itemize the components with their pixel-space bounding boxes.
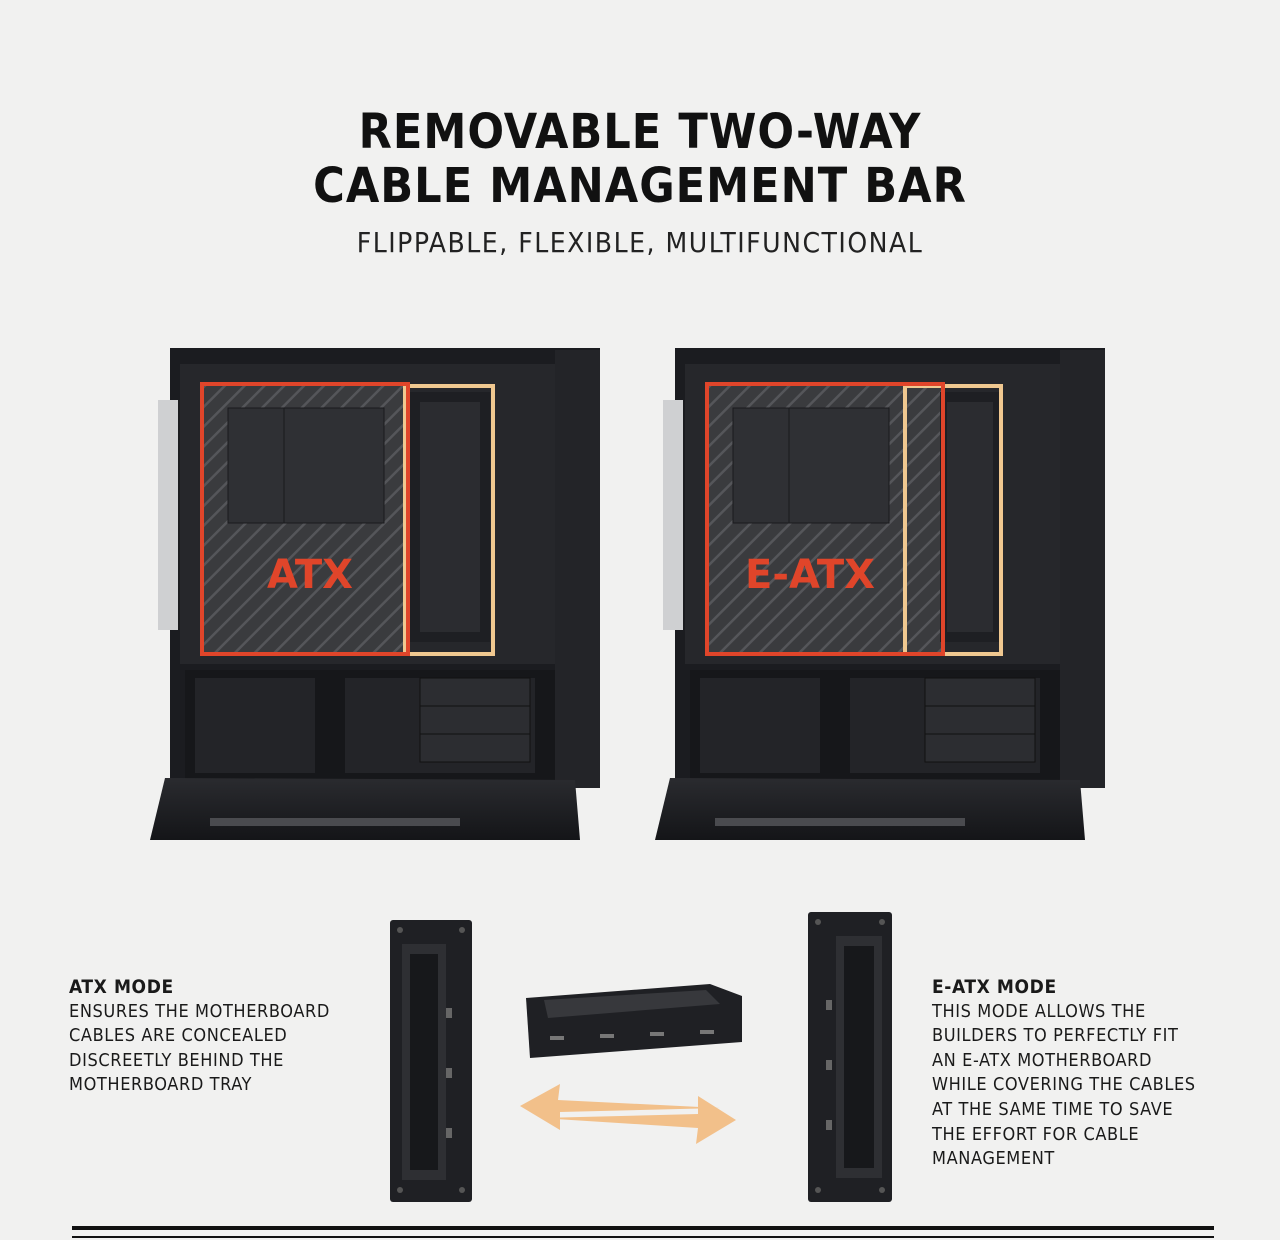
eatx-mode-line: AN E-ATX MOTHERBOARD	[932, 1049, 1153, 1071]
divider	[72, 1236, 1214, 1238]
atx-mode-description: ATX MODE ENSURES THE MOTHERBOARD CABLES …	[69, 975, 369, 1098]
atx-mode-line: CABLES ARE CONCEALED	[69, 1025, 288, 1047]
cable-bar-atx-image	[390, 920, 472, 1202]
eatx-mode-line: AT THE SAME TIME TO SAVE	[932, 1098, 1174, 1120]
atx-mode-heading: ATX MODE	[69, 976, 174, 998]
atx-label: ATX	[267, 552, 353, 598]
atx-mode-line: DISCREETLY BEHIND THE	[69, 1049, 285, 1071]
eatx-mode-description: E-ATX MODE THIS MODE ALLOWS THE BUILDERS…	[932, 975, 1232, 1172]
eatx-mode-line: BUILDERS TO PERFECTLY FIT	[932, 1025, 1179, 1047]
divider	[72, 1226, 1214, 1230]
double-arrow-icon	[520, 1084, 736, 1144]
eatx-mode-heading: E-ATX MODE	[932, 976, 1057, 998]
eatx-label: E-ATX	[745, 552, 875, 598]
eatx-mode-line: THE EFFORT FOR CABLE	[932, 1123, 1140, 1145]
eatx-mode-line: WHILE COVERING THE CABLES	[932, 1074, 1196, 1096]
page-subtitle: FLIPPABLE, FLEXIBLE, MULTIFUNCTIONAL	[356, 226, 924, 259]
cable-bar-eatx-image	[808, 912, 892, 1202]
eatx-mode-line: THIS MODE ALLOWS THE	[932, 1000, 1146, 1022]
atx-mode-line: ENSURES THE MOTHERBOARD	[69, 1000, 330, 1022]
atx-mode-line: MOTHERBOARD TRAY	[69, 1074, 252, 1096]
atx-case-image: ATX	[150, 348, 600, 840]
eatx-mode-line: MANAGEMENT	[932, 1148, 1055, 1170]
cable-bar-side-image	[526, 984, 742, 1058]
page-title-line2: CABLE MANAGEMENT BAR	[313, 158, 967, 214]
page-title-line1: REMOVABLE TWO-WAY	[358, 104, 922, 160]
eatx-case-image: E-ATX	[655, 348, 1105, 840]
